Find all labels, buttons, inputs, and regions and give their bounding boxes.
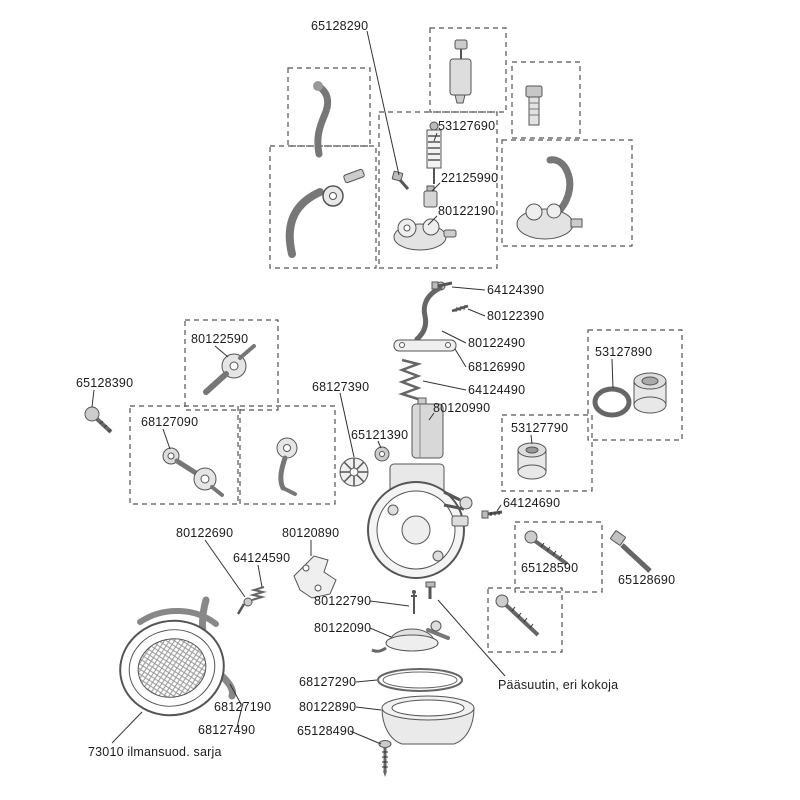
part-spring-screw-cluster-drawing [236, 586, 267, 615]
part-label-80122690: 80122690 [176, 526, 234, 540]
part-screw-65128590-drawing [524, 530, 569, 566]
kit-box-h [587, 329, 683, 441]
part-label-68127290: 68127290 [299, 675, 357, 689]
part-nut-65121390-drawing [374, 446, 390, 462]
kit-box-d [429, 27, 507, 113]
part-label-80122190: 80122190 [438, 204, 496, 218]
part-label-main-jet-note: Pääsuutin, eri kokoja [498, 678, 619, 692]
part-label-65128490: 65128490 [297, 724, 355, 738]
part-small-cylinder-drawing [423, 185, 438, 208]
part-bowl-gasket-drawing [377, 668, 463, 692]
part-choke-lever-drawing [414, 281, 446, 342]
part-slide-80120990-drawing [411, 397, 444, 459]
part-curved-pipe-drawing [285, 168, 365, 258]
part-label-80122090: 80122090 [314, 621, 372, 635]
part-pin-80122390-drawing [451, 304, 469, 313]
part-bracket-80120890-drawing [293, 555, 337, 599]
part-washer-and-sleeve-drawing [592, 372, 667, 418]
part-shaft-80122590-drawing [203, 344, 256, 395]
part-label-53127790: 53127790 [511, 421, 569, 435]
part-label-68127390: 68127390 [312, 380, 370, 394]
part-label-65128690: 65128690 [618, 573, 676, 587]
part-screw-65128390-drawing [84, 406, 113, 434]
part-plug-drawing [525, 85, 543, 126]
part-label-53127890: 53127890 [595, 345, 653, 359]
part-label-80122890: 80122890 [299, 700, 357, 714]
part-label-80120890: 80120890 [282, 526, 340, 540]
leader-lines [91, 30, 614, 745]
part-bolt-65128690-drawing [610, 530, 652, 573]
part-bushing-53127790-drawing [517, 442, 547, 480]
part-label-64124490: 64124490 [468, 383, 526, 397]
kit-box-g1 [129, 405, 239, 505]
part-label-64124690: 64124690 [503, 496, 561, 510]
part-label-80122790: 80122790 [314, 594, 372, 608]
part-needle-80122790-drawing [411, 590, 417, 614]
part-label-64124590: 64124590 [233, 551, 291, 565]
kit-boxes [129, 27, 683, 653]
kit-box-g2 [239, 405, 336, 505]
part-label-53127690: 53127690 [438, 119, 496, 133]
part-spring-64124490-drawing [398, 358, 423, 401]
part-main-jet-drawing [425, 581, 436, 599]
part-label-64124390: 64124390 [487, 283, 545, 297]
part-needle-spring-drawing [426, 121, 442, 184]
part-star-wheel-drawing [339, 457, 369, 487]
part-lever-68127090-drawing [162, 447, 224, 497]
part-label-22125990: 22125990 [441, 171, 499, 185]
part-label-68127490: 68127490 [198, 723, 256, 737]
part-label-65128290: 65128290 [311, 19, 369, 33]
part-screw-65128490-drawing [378, 740, 392, 777]
part-label-68127090: 68127090 [141, 415, 199, 429]
kit-box-b [269, 145, 377, 269]
kit-box-i [501, 414, 593, 492]
part-carb-assembly-drawing [516, 156, 583, 240]
kit-box-k [487, 587, 563, 653]
kit-box-e1 [511, 61, 581, 139]
part-gasket-plate-drawing [393, 339, 457, 352]
part-label-65121390: 65121390 [351, 428, 409, 442]
part-bolt-64124390-drawing [431, 281, 453, 290]
part-label-73010-kit: 73010 ilmansuod. sarja [88, 745, 222, 759]
part-label-68127190: 68127190 [214, 700, 272, 714]
part-air-filter-drawing [119, 608, 225, 717]
part-carb-body-drawing [367, 463, 473, 579]
part-throttle-cap-drawing [371, 620, 450, 653]
part-label-68126990: 68126990 [468, 360, 526, 374]
part-carb-top-drawing [393, 218, 457, 251]
kit-box-e2 [501, 139, 633, 247]
part-curved-tube-drawing [313, 81, 332, 158]
part-bolt-65128290-drawing [391, 170, 410, 190]
part-label-65128390: 65128390 [76, 376, 134, 390]
part-label-80120990: 80120990 [433, 401, 491, 415]
kit-box-f [184, 319, 279, 411]
part-label-80122390: 80122390 [487, 309, 545, 323]
part-throttle-slide-drawing [449, 39, 472, 104]
kit-box-j [514, 521, 603, 593]
part-screw-64124690-drawing [481, 510, 503, 519]
part-label-80122490: 80122490 [468, 336, 526, 350]
part-screw-kit-k-drawing [495, 594, 540, 637]
part-lever-secondary-drawing [276, 437, 298, 496]
part-label-65128590: 65128590 [521, 561, 579, 575]
part-label-80122590: 80122590 [191, 332, 249, 346]
part-float-bowl-drawing [381, 695, 475, 745]
